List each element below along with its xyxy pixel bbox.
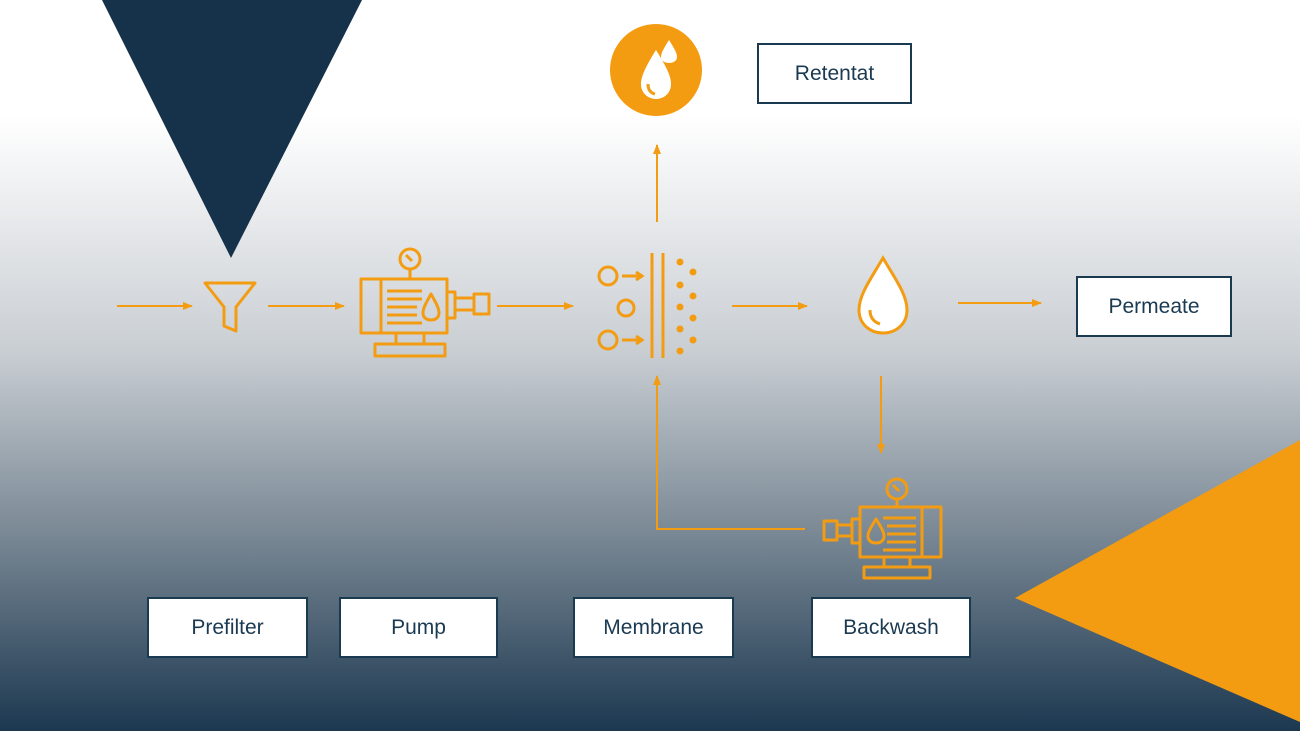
- backwash-pump-icon: [822, 477, 943, 580]
- membrane-label: Membrane: [573, 597, 734, 658]
- flow-arrows: [117, 144, 1042, 530]
- permeate-label: Permeate: [1076, 276, 1232, 337]
- membrane-particles: [676, 258, 697, 355]
- backwash-label: Backwash: [811, 597, 971, 658]
- membrane-filtration-icon: [597, 253, 665, 358]
- orange-triangle-decoration: [1015, 440, 1300, 722]
- arrow-backwash-return: [653, 375, 805, 530]
- pump-label: Pump: [339, 597, 498, 658]
- navy-triangle-decoration: [102, 0, 362, 258]
- drops-icon: [610, 24, 702, 116]
- retentat-label: Retentat: [757, 43, 912, 104]
- funnel-icon: [203, 281, 257, 333]
- pump-icon: [359, 247, 491, 358]
- water-drop-icon: [857, 255, 909, 335]
- prefilter-label: Prefilter: [147, 597, 308, 658]
